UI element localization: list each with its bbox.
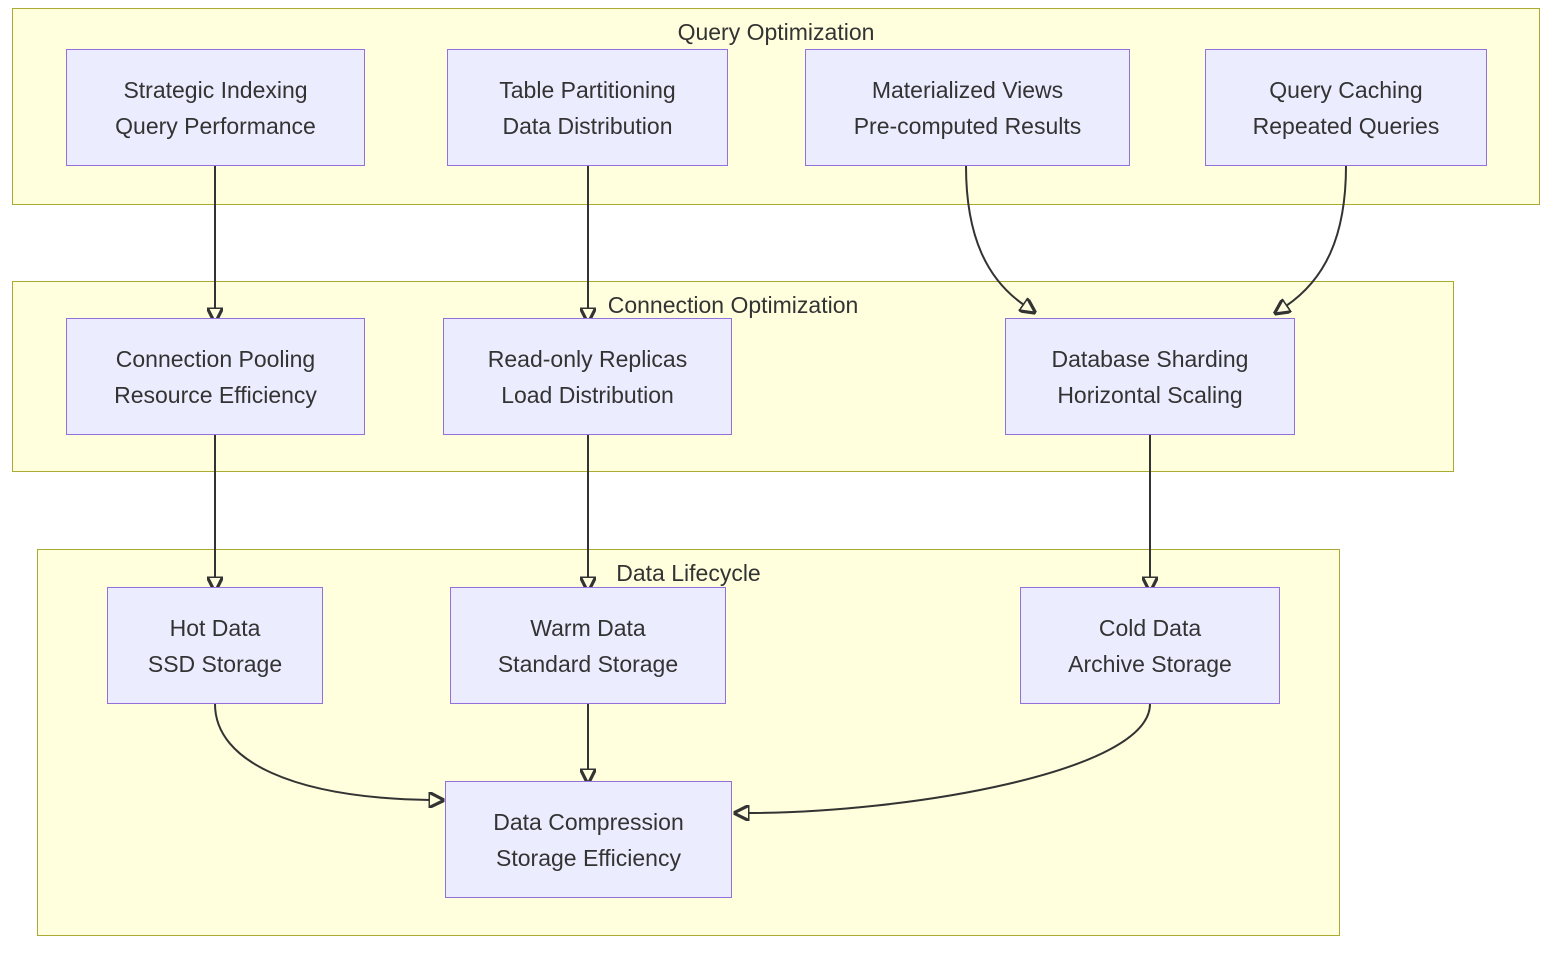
node-label: Read-only Replicas bbox=[487, 345, 688, 372]
node-sublabel: Pre-computed Results bbox=[853, 112, 1082, 139]
node-sublabel: Storage Efficiency bbox=[496, 844, 681, 871]
node-sublabel: Load Distribution bbox=[501, 381, 674, 408]
node-cold-data: Cold Data Archive Storage bbox=[1020, 587, 1280, 704]
node-label: Database Sharding bbox=[1051, 345, 1249, 372]
node-sublabel: Archive Storage bbox=[1068, 650, 1232, 677]
node-table-partitioning: Table Partitioning Data Distribution bbox=[447, 49, 728, 166]
node-sublabel: Horizontal Scaling bbox=[1057, 381, 1243, 408]
node-label: Cold Data bbox=[1098, 614, 1202, 641]
node-sublabel: Resource Efficiency bbox=[114, 381, 317, 408]
node-label: Warm Data bbox=[530, 614, 646, 641]
cluster-title-query-optimization: Query Optimization bbox=[677, 19, 875, 45]
node-materialized-views: Materialized Views Pre-computed Results bbox=[805, 49, 1130, 166]
node-warm-data: Warm Data Standard Storage bbox=[450, 587, 726, 704]
node-sublabel: Repeated Queries bbox=[1252, 112, 1440, 139]
node-sublabel: Standard Storage bbox=[497, 650, 679, 677]
node-strategic-indexing: Strategic Indexing Query Performance bbox=[66, 49, 365, 166]
node-readonly-replicas: Read-only Replicas Load Distribution bbox=[443, 318, 732, 435]
node-label: Query Caching bbox=[1269, 76, 1423, 103]
node-query-caching: Query Caching Repeated Queries bbox=[1205, 49, 1487, 166]
node-label: Strategic Indexing bbox=[123, 76, 308, 103]
node-label: Table Partitioning bbox=[499, 76, 676, 103]
node-hot-data: Hot Data SSD Storage bbox=[107, 587, 323, 704]
node-label: Hot Data bbox=[169, 614, 261, 641]
node-connection-pooling: Connection Pooling Resource Efficiency bbox=[66, 318, 365, 435]
node-label: Connection Pooling bbox=[115, 345, 316, 372]
cluster-title-connection-optimization: Connection Optimization bbox=[607, 292, 859, 318]
node-sublabel: SSD Storage bbox=[147, 650, 283, 677]
cluster-title-data-lifecycle: Data Lifecycle bbox=[616, 560, 761, 586]
node-label: Data Compression bbox=[493, 808, 684, 835]
node-data-compression: Data Compression Storage Efficiency bbox=[445, 781, 732, 898]
node-label: Materialized Views bbox=[871, 76, 1064, 103]
node-sublabel: Query Performance bbox=[115, 112, 316, 139]
node-database-sharding: Database Sharding Horizontal Scaling bbox=[1005, 318, 1295, 435]
node-sublabel: Data Distribution bbox=[502, 112, 673, 139]
